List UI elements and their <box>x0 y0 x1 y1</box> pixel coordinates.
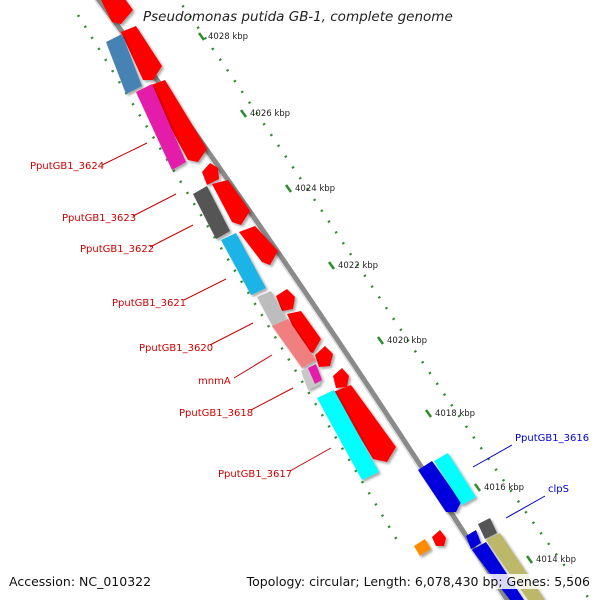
gene-label[interactable]: PputGB1_3618 <box>179 408 253 419</box>
outer-ruler <box>177 0 592 600</box>
ruler-ticks: 4028 kbp 4026 kbp 4024 kbp 4022 kbp 4020 kbp… <box>197 32 576 565</box>
gene-label[interactable]: PputGB1_3620 <box>139 343 213 354</box>
cds-feature[interactable] <box>101 0 133 24</box>
ruler-tick-mark <box>424 409 433 418</box>
gene-box[interactable] <box>221 233 266 295</box>
cds-feature[interactable] <box>418 461 461 512</box>
gene-box[interactable] <box>414 539 431 556</box>
gene-label[interactable]: PputGB1_3621 <box>112 298 186 309</box>
cds-feature[interactable] <box>287 311 321 353</box>
cds-feature[interactable] <box>121 26 162 80</box>
gene-box[interactable] <box>106 34 142 94</box>
gene-label-leader <box>505 495 546 519</box>
gene-box[interactable] <box>478 518 497 539</box>
cds-feature[interactable] <box>202 163 219 185</box>
cds-feature[interactable] <box>333 368 349 388</box>
cds-feature[interactable] <box>432 530 446 546</box>
gene-label-leader <box>289 447 332 472</box>
ruler-tick-label: 4028 kbp <box>208 32 248 42</box>
gene-box[interactable] <box>308 364 322 384</box>
genome-title: Pseudomonas putida GB-1, complete genome <box>143 9 453 25</box>
ruler-tick-label: 4018 kbp <box>435 409 475 419</box>
gene-label[interactable]: PputGB1_3616 <box>515 433 589 444</box>
ruler-tick-label: 4020 kbp <box>387 336 427 346</box>
gene-label[interactable]: PputGB1_3622 <box>80 244 154 255</box>
inner-ruler <box>76 14 402 546</box>
gene-label-leader <box>183 278 227 301</box>
ruler-tick-mark <box>376 336 385 345</box>
gene-label[interactable]: PputGB1_3624 <box>30 161 104 172</box>
gene-label-leader <box>209 322 254 346</box>
gene-track <box>106 34 379 480</box>
cds-track <box>101 0 396 462</box>
ruler-tick-mark <box>284 184 293 193</box>
gene-label-leader <box>250 387 294 411</box>
gene-label-leader <box>233 354 273 379</box>
gene-label[interactable]: clpS <box>548 484 569 495</box>
gene-labels: PputGB1_3624PputGB1_3623PputGB1_3622Pput… <box>30 142 589 519</box>
gene-box[interactable] <box>466 530 481 549</box>
gene-label[interactable]: PputGB1_3617 <box>218 469 292 480</box>
ruler-tick-mark <box>197 32 206 41</box>
gene-label-leader <box>472 444 513 468</box>
accession-label: Accession: NC_010322 <box>9 574 152 589</box>
ruler-tick-label: 4024 kbp <box>295 184 335 194</box>
ruler-tick-label: 4026 kbp <box>250 109 290 119</box>
cds-feature[interactable] <box>315 346 333 367</box>
ruler-tick-label: 4022 kbp <box>338 261 378 271</box>
cds-feature[interactable] <box>333 385 396 462</box>
gene-box[interactable] <box>272 319 316 368</box>
gene-box[interactable] <box>136 84 186 170</box>
ruler-tick-mark <box>473 483 482 492</box>
cds-feature[interactable] <box>239 226 278 265</box>
cds-feature[interactable] <box>212 180 250 225</box>
gene-box[interactable] <box>193 186 230 239</box>
gene-box[interactable] <box>317 390 379 480</box>
ruler-tick-label: 4014 kbp <box>536 555 576 565</box>
cds-feature[interactable] <box>276 289 295 311</box>
ruler-tick-label: 4016 kbp <box>484 483 524 493</box>
gene-box[interactable] <box>434 453 476 505</box>
ruler-tick-mark <box>525 555 534 564</box>
gene-label-leader <box>132 193 177 217</box>
gene-label-leader <box>101 142 148 166</box>
gene-label[interactable]: mnmA <box>198 376 231 387</box>
ruler-tick-mark <box>327 261 336 270</box>
gene-box[interactable] <box>257 291 287 327</box>
topology-summary: Topology: circular; Length: 6,078,430 bp… <box>244 574 590 589</box>
gene-label-leader <box>149 224 194 248</box>
cds-feature[interactable] <box>148 80 207 162</box>
gene-label[interactable]: PputGB1_3623 <box>62 213 136 224</box>
ruler-tick-mark <box>239 109 248 118</box>
